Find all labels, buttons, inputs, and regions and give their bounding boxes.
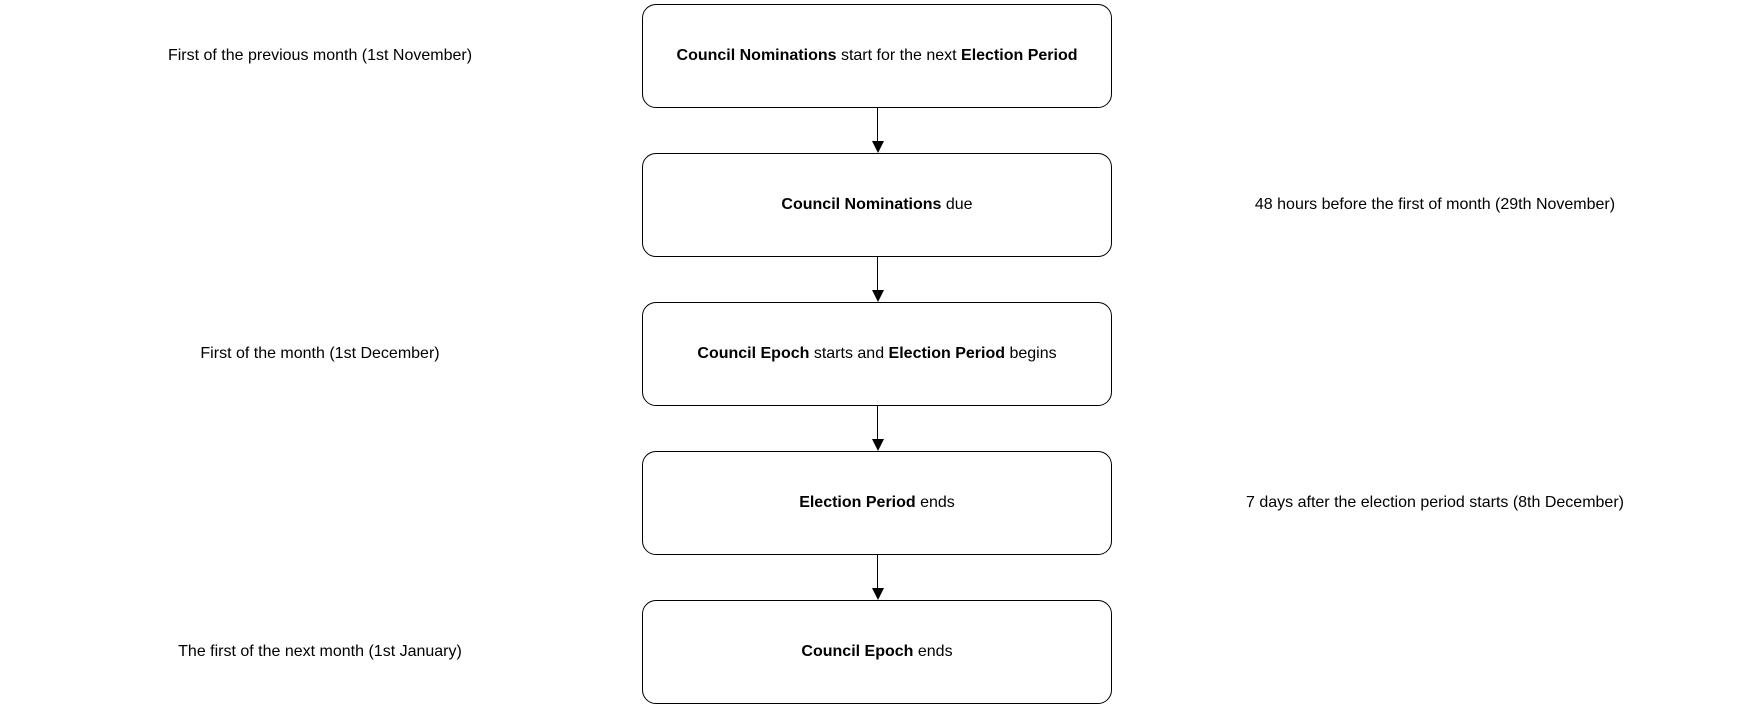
flow-arrow-4 <box>870 555 885 600</box>
flow-box-label: Council Nominations start for the next E… <box>676 47 1078 65</box>
flow-box-council-nominations-due: Council Nominations due <box>642 153 1112 257</box>
arrowhead-down-icon <box>871 290 884 302</box>
arrowhead-down-icon <box>871 588 884 600</box>
annotation-step-4: 7 days after the election period starts … <box>1246 494 1624 512</box>
arrow-line <box>876 406 879 439</box>
arrow-line <box>876 257 879 290</box>
flow-arrow-1 <box>870 108 885 153</box>
flow-arrow-3 <box>870 406 885 451</box>
arrow-line <box>876 555 879 588</box>
annotation-step-5: The first of the next month (1st January… <box>178 643 462 661</box>
flow-box-label: Council Nominations due <box>781 196 973 214</box>
flow-box-council-epoch-ends: Council Epoch ends <box>642 600 1112 704</box>
arrow-line <box>876 108 879 141</box>
annotation-step-1: First of the previous month (1st Novembe… <box>167 47 473 65</box>
flow-box-label: Council Epoch ends <box>801 643 953 661</box>
flow-box-election-period-ends: Election Period ends <box>642 451 1112 555</box>
flow-box-council-epoch-starts: Council Epoch starts and Election Period… <box>642 302 1112 406</box>
flow-box-council-nominations-start: Council Nominations start for the next E… <box>642 4 1112 108</box>
flow-arrow-2 <box>870 257 885 302</box>
annotation-step-2: 48 hours before the first of month (29th… <box>1254 196 1616 214</box>
flow-box-label: Council Epoch starts and Election Period… <box>697 345 1057 363</box>
flow-box-label: Election Period ends <box>799 494 955 512</box>
arrowhead-down-icon <box>871 141 884 153</box>
arrowhead-down-icon <box>871 439 884 451</box>
annotation-step-3: First of the month (1st December) <box>200 345 440 363</box>
